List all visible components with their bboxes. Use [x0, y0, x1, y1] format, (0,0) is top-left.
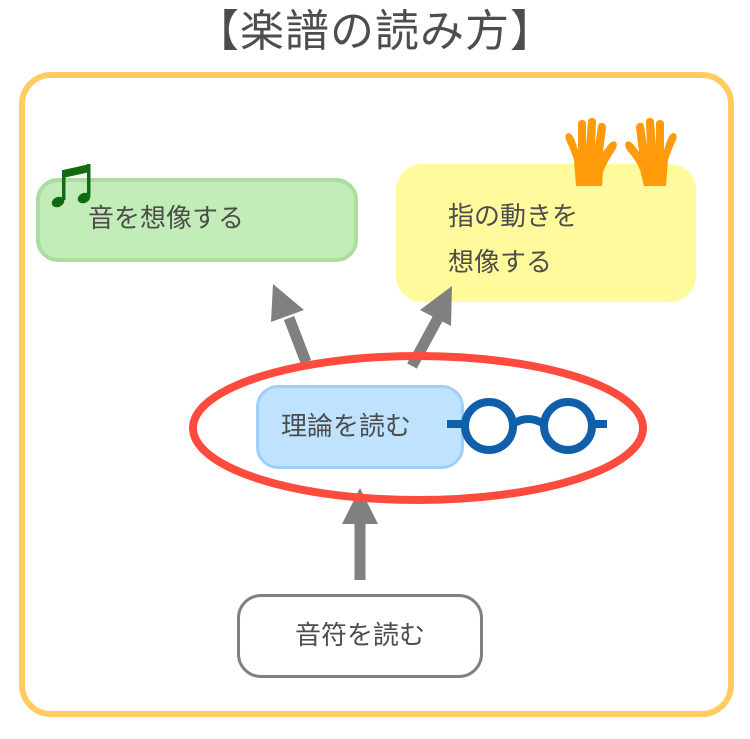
node-read-notes-label: 音符を読む: [294, 621, 425, 651]
node-read-theory: 理論を読む: [256, 385, 464, 469]
node-imagine-sound: 音を想像する: [36, 178, 358, 262]
raised-hands-icon: [565, 118, 677, 186]
arrow-to-read-theory: [342, 488, 378, 580]
node-read-notes: 音符を読む: [237, 594, 483, 678]
node-imagine-fingers-line2: 想像する: [448, 248, 553, 278]
glasses-icon: [447, 398, 607, 454]
highlight-ellipse: [189, 352, 647, 504]
node-imagine-sound-label: 音を想像する: [88, 204, 245, 234]
node-imagine-fingers-line1: 指の動きを: [448, 202, 579, 232]
arrow-to-imagine-sound: [271, 284, 312, 364]
music-note-icon: [51, 164, 91, 208]
right-hand-icon: [625, 118, 677, 186]
page-title: 【楽譜の読み方】: [195, 6, 555, 57]
node-read-theory-label: 理論を読む: [281, 412, 412, 442]
node-imagine-fingers: 指の動きを 想像する: [396, 164, 696, 302]
left-hand-icon: [565, 118, 617, 186]
